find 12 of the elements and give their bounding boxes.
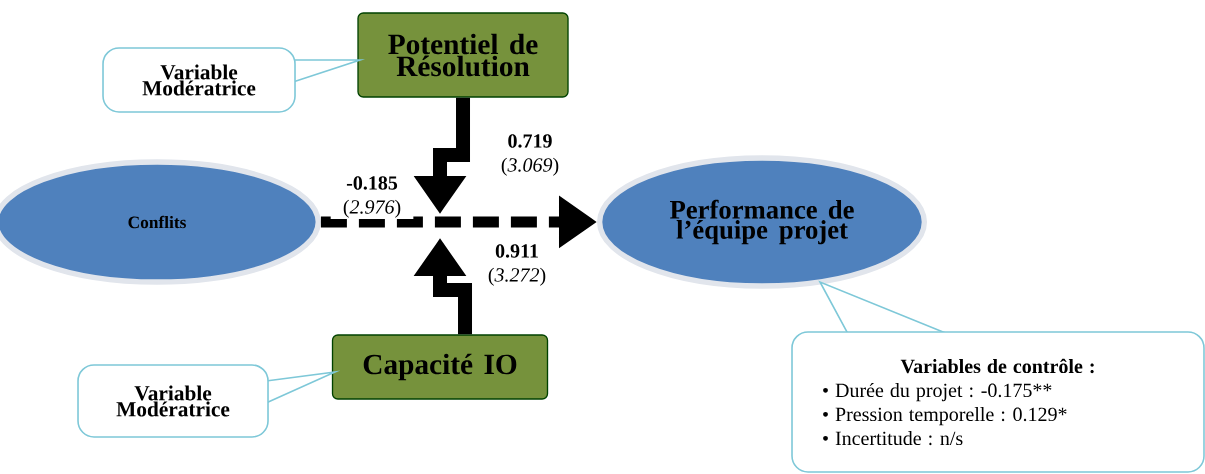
node-label: • Pression temporelle : 0.129* (823, 407, 1067, 426)
callout-bubble: Variable Modératrice (102, 47, 366, 113)
callout-bubble: Variable Modératrice (77, 364, 341, 438)
node-label: • Incertitude : n/s (823, 431, 963, 446)
node-label: Variables de contrôle : (900, 358, 1094, 374)
callout-bubble: Variables de contrôle : • Durée du projet : -0.175** • Pression temporelle : 0.129* • Incertitude : n/s (791, 280, 1205, 473)
variable-box: Capacité IO (331, 334, 549, 400)
edge-label: -0.185 (2.976) (330, 174, 414, 220)
node-label: • Durée du projet : -0.175** (823, 383, 1052, 402)
edge-label: 0.719 (3.069) (488, 132, 572, 178)
variable-box: Potentiel de Résolution (357, 12, 569, 98)
edge-label: 0.911 (3.272) (475, 242, 559, 288)
